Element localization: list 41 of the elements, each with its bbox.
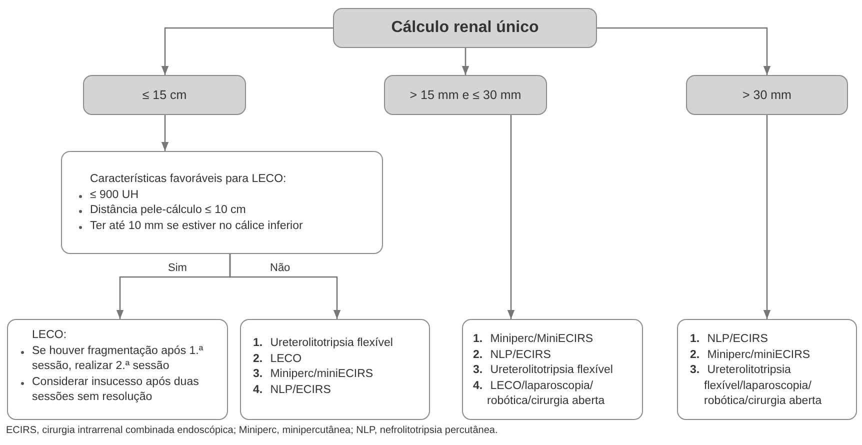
treatment-box (7, 319, 228, 420)
arrow (763, 115, 771, 319)
list-item: 3. Ureterolitotripsia flexível (473, 363, 614, 378)
arrow (161, 115, 169, 151)
decision-box (384, 75, 547, 115)
bullet-item: Se houver fragmentação após 1.ª sessão, realizar 2.ª sessão (18, 344, 217, 375)
box-heading: LECO: (31, 328, 68, 343)
list-item: 1. Miniperc/MiniECIRS (473, 332, 594, 347)
list-item: 1. NLP/ECIRS (690, 332, 769, 347)
node-label: Cálculo renal único (391, 18, 539, 38)
box-heading: Características favoráveis para LECO: (89, 172, 288, 187)
arrow (507, 115, 515, 319)
list-item: 2. NLP/ECIRS (473, 348, 552, 363)
list-item: 4. NLP/ECIRS (253, 382, 332, 398)
criteria-box (61, 151, 383, 254)
edge-label: Sim (166, 262, 189, 274)
bullet-item: ≤ 900 UH (76, 188, 368, 204)
list-item: 3. Miniperc/miniECIRS (253, 367, 374, 382)
list-item: 2. LECO (253, 352, 303, 367)
bullet-item: Ter até 10 mm se estiver no cálice inferior (76, 218, 368, 234)
edge-label: Não (268, 262, 292, 274)
arrow (161, 27, 333, 75)
decision-box (83, 75, 246, 115)
list-item: 4. LECO/laparoscopia/ robótica/cirurgia aberta (473, 378, 606, 410)
treatment-box (240, 319, 430, 420)
node-label: ≤ 15 cm (142, 86, 187, 104)
arrow (597, 27, 771, 75)
bullet-item: Distância pele-cálculo ≤ 10 cm (76, 203, 368, 219)
bullet-item: Considerar insucesso após duas sessões sem resolução (18, 374, 217, 406)
list-item: 1. Ureterolitotripsia flexível (253, 336, 394, 351)
node-label: > 15 mm e ≤ 30 mm (410, 86, 522, 104)
treatment-box (677, 319, 857, 420)
node-label: > 30 mm (742, 86, 792, 104)
list-item: 3. Ureterolitotripsia flexível/laparoscopia/ robótica/cirurgia aberta (690, 363, 823, 410)
arrow (462, 48, 470, 75)
arrow (229, 254, 341, 319)
footnote: ECIRS, cirurgia intrarrenal combinada endoscópica; Miniperc, minipercutânea; NLP, nefrolitotripsia percutânea. (6, 425, 498, 436)
list-item: 2. Miniperc/miniECIRS (690, 348, 812, 363)
decision-box (333, 8, 597, 48)
treatment-box (462, 319, 643, 420)
decision-box (686, 75, 848, 115)
